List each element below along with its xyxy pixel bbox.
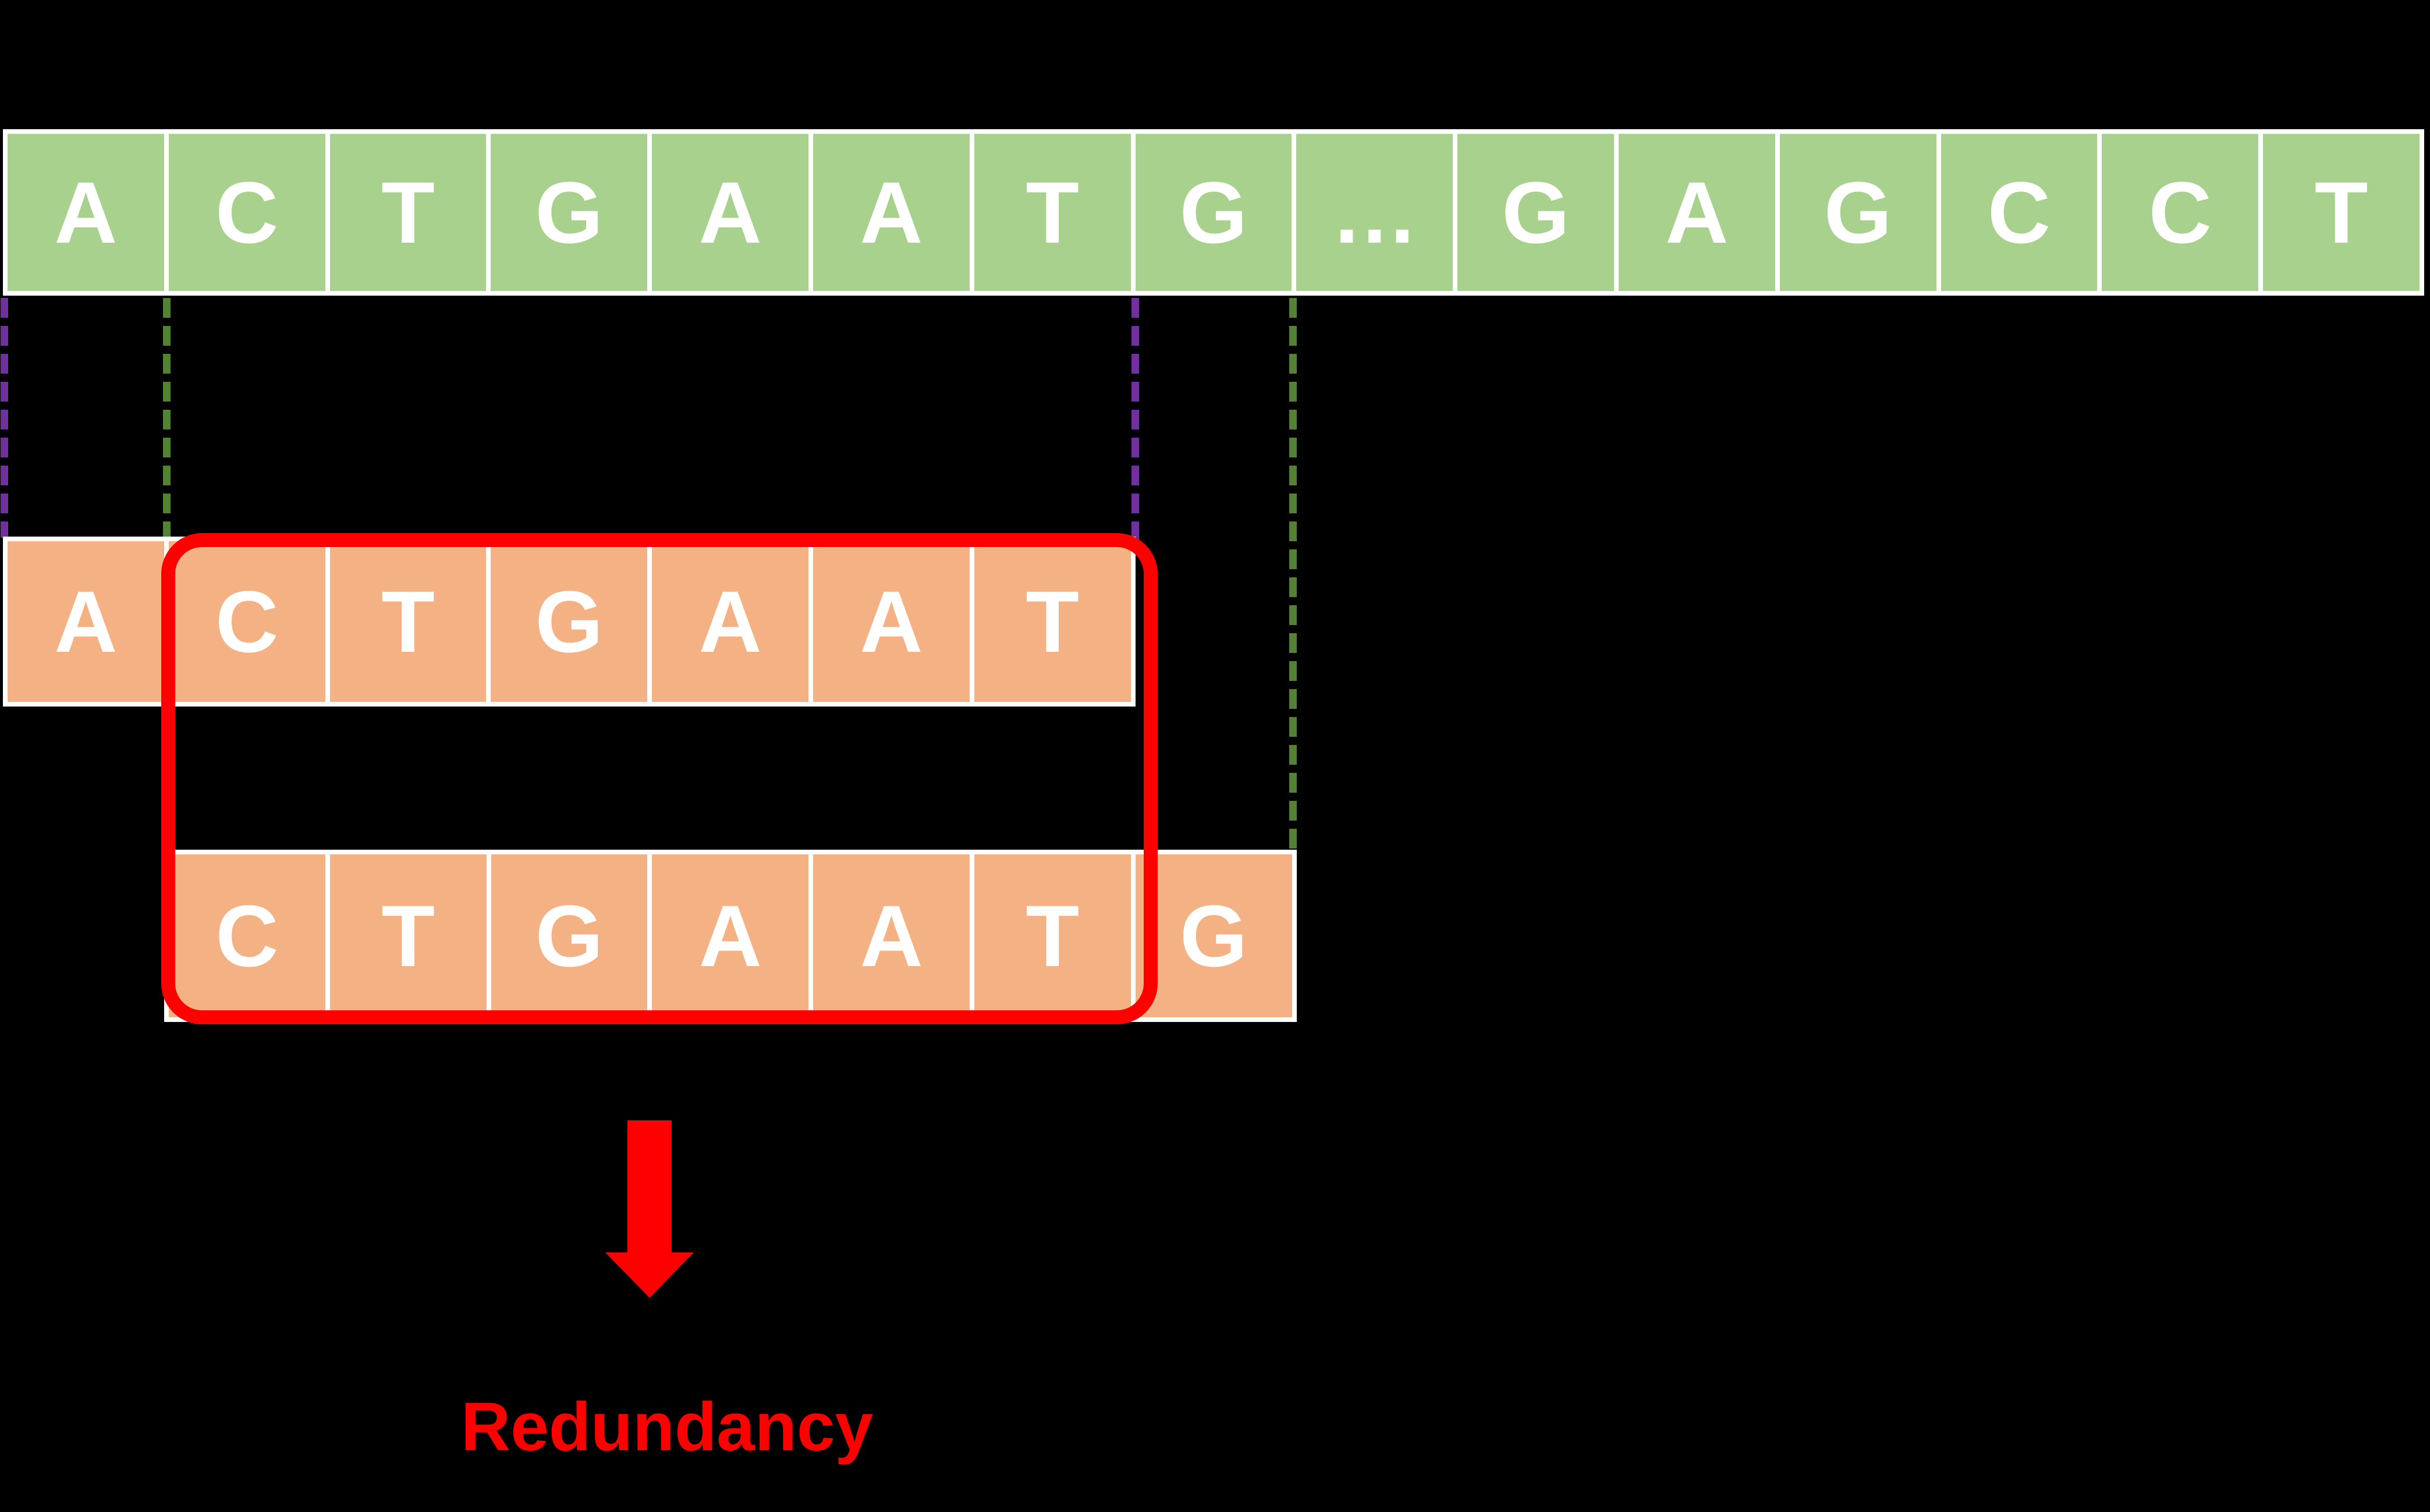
base-cell: C [2102, 134, 2259, 291]
base-cell: A [652, 134, 808, 291]
base-cell: G [1135, 134, 1292, 291]
base-cell: A [652, 541, 808, 702]
base-cell: G [1779, 134, 1936, 291]
base-cell: C [168, 134, 325, 291]
base-cell: T [2263, 134, 2420, 291]
read2-end-marker-line [1289, 298, 1297, 850]
base-cell: T [974, 134, 1131, 291]
base-cell: … [1296, 134, 1453, 291]
base-cell: T [329, 134, 487, 291]
read2-start-marker-line [163, 298, 171, 562]
base-cell: T [329, 854, 487, 1017]
overlap-highlight-box [161, 533, 1158, 1024]
base-cell: A [813, 134, 970, 291]
read1-end-marker-line [1131, 298, 1139, 541]
redundancy-label: Redundancy [461, 1389, 874, 1465]
base-cell: A [813, 541, 970, 702]
down-arrow-shaft [627, 1120, 672, 1253]
base-cell: C [169, 854, 325, 1017]
down-arrow-head [605, 1252, 694, 1298]
read1-start-marker-line [1, 298, 8, 538]
base-cell: G [491, 854, 648, 1017]
base-cell: T [329, 541, 487, 702]
base-cell: A [8, 541, 164, 702]
base-cell: G [1457, 134, 1614, 291]
base-cell: A [1618, 134, 1775, 291]
base-cell: A [652, 854, 809, 1017]
base-cell: G [1135, 854, 1292, 1017]
base-cell: G [491, 134, 648, 291]
base-cell: C [168, 541, 325, 702]
base-cell: T [974, 541, 1131, 702]
base-cell: C [1941, 134, 2098, 291]
base-cell: G [491, 541, 648, 702]
base-cell: A [813, 854, 970, 1017]
base-cell: T [974, 854, 1131, 1017]
base-cell: A [8, 134, 164, 291]
